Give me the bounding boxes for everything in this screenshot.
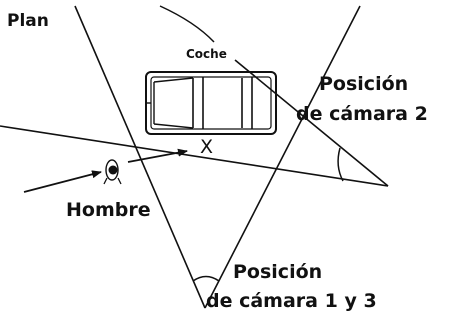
coche-label: Coche — [186, 47, 227, 61]
camera2-position-label: Posición — [319, 73, 409, 95]
camera2-angle-arc — [337, 147, 344, 182]
camera13-view-line-left — [74, 5, 206, 309]
man-movement-arrow — [127, 148, 188, 163]
camera2-position-label-line2: de cámara 2 — [296, 103, 428, 125]
camera13-position-label-line2: de cámara 1 y 3 — [206, 290, 377, 312]
man-figure — [103, 159, 122, 185]
arrow-to-man — [23, 170, 102, 193]
camera13-view-line-right — [204, 5, 361, 309]
camera13-angle-arc — [192, 275, 220, 282]
camera13-position-label: Posición — [233, 261, 323, 283]
x-mark-label: X — [200, 136, 214, 158]
hombre-label: Hombre — [66, 199, 151, 221]
camera2-line-top — [234, 59, 389, 187]
coche-leader-line — [159, 5, 215, 43]
car-shape — [145, 71, 277, 135]
camera2-line-bottom — [0, 125, 389, 187]
plan-label: Plan — [7, 11, 49, 31]
